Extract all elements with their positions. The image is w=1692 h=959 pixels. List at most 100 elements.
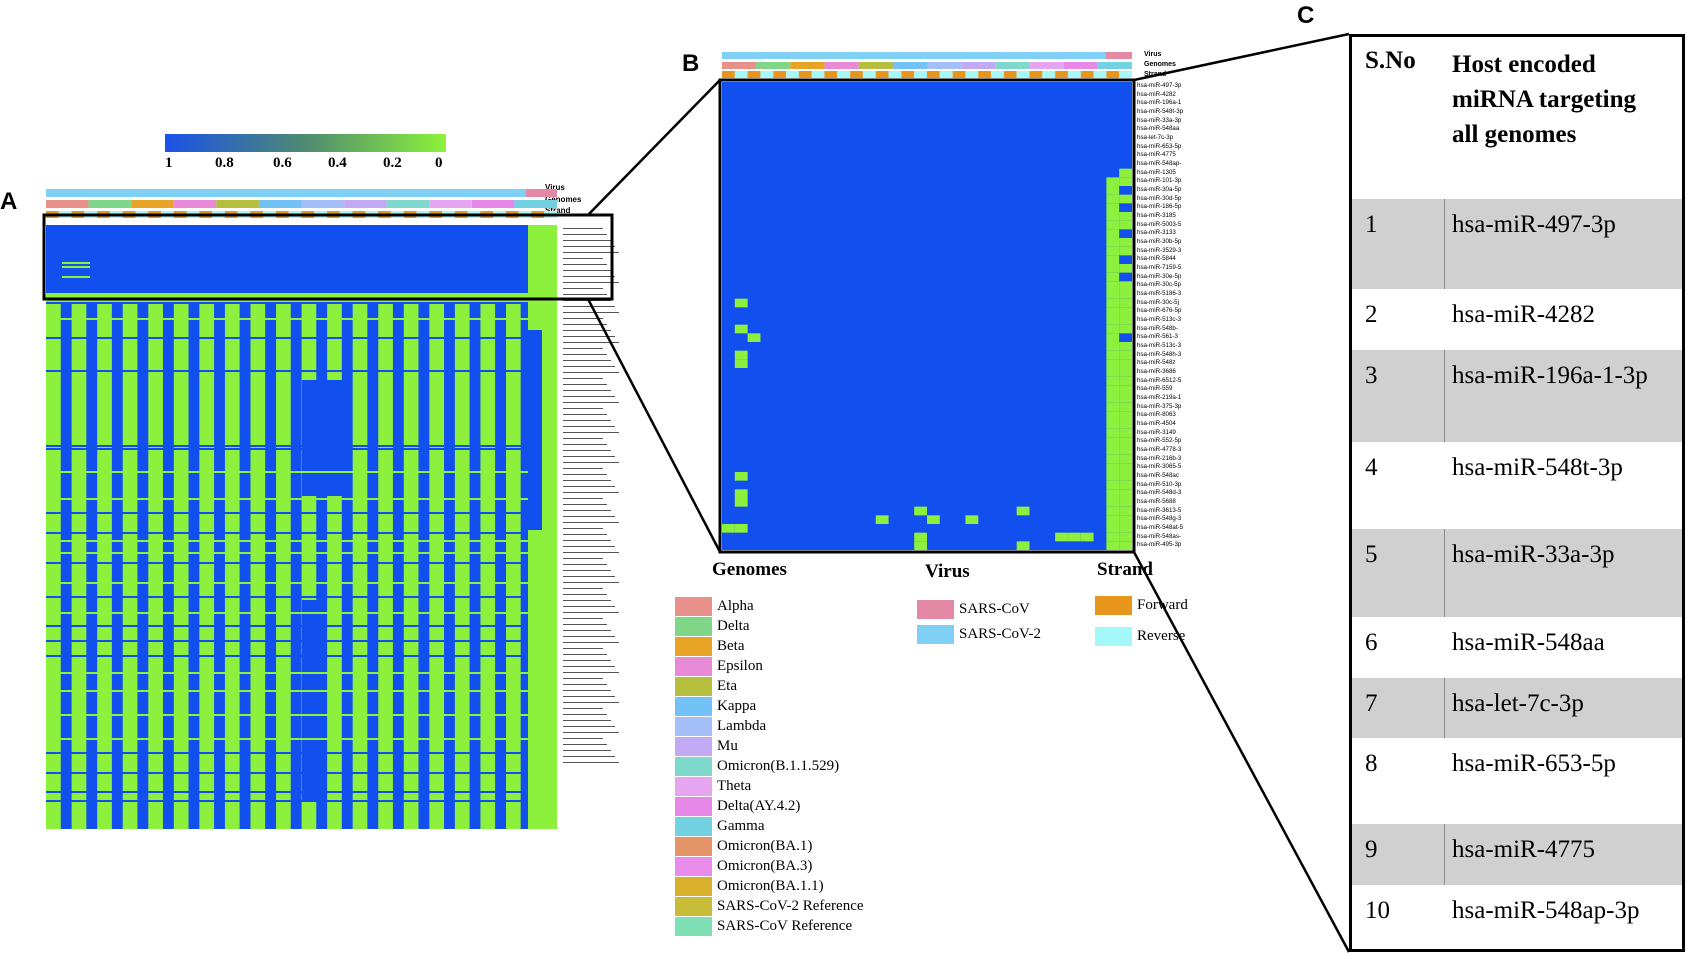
heatmap-a-row-label: [563, 228, 603, 229]
heatmap-b-cell: [1106, 246, 1120, 256]
panel-letter-c: C: [1297, 2, 1315, 29]
heatmap-b-cell: [1119, 480, 1132, 490]
ann-b-strand: [952, 71, 966, 78]
heatmap-b-cell: [1106, 333, 1120, 342]
heatmap-b-cell: [1106, 524, 1120, 533]
legend-virus-label: SARS-CoV: [959, 600, 1030, 617]
heatmap-b-cell: [1067, 532, 1081, 542]
heatmap-a-stripe: [46, 562, 532, 564]
mirna-row-label: hsa-miR-676-5p: [1137, 307, 1182, 315]
heatmap-b-cell: [1119, 541, 1132, 550]
heatmap-a-row-label: [563, 396, 615, 397]
mirna-row-label: hsa-miR-3529-3: [1137, 246, 1182, 254]
heatmap-a-block-green: [528, 225, 557, 293]
heatmap-a-row-label: [563, 510, 611, 511]
heatmap-a-stripe: [46, 532, 532, 534]
heatmap-b-cell: [1119, 246, 1132, 256]
mirna-row-label: hsa-miR-4504: [1137, 420, 1176, 427]
heatmap-b-cell: [1119, 368, 1132, 377]
heatmap-a-column: [444, 303, 455, 829]
heatmap-a-stripe: [46, 596, 532, 598]
legend-genome-label: Gamma: [717, 817, 765, 834]
mirna-row-label: hsa-miR-495-3p: [1137, 541, 1182, 549]
heatmap-a-stripe: [46, 791, 532, 793]
heatmap-a-row-label: [563, 762, 619, 763]
mirna-row-label: hsa-miR-548g-3: [1137, 515, 1182, 523]
legend-strand-item: Reverse: [1095, 626, 1185, 646]
heatmap-a-right-blue: [528, 330, 542, 530]
mirna-row-label: hsa-miR-5844: [1137, 255, 1176, 263]
heatmap-a-column: [520, 303, 532, 829]
heatmap-a-column: [392, 303, 404, 829]
heatmap-a-column: [290, 303, 302, 829]
heatmap-a-row-label: [563, 576, 615, 577]
heatmap-a-row-label: [563, 444, 607, 445]
heatmap-a-row-label: [563, 654, 607, 655]
ann-a-genome: [46, 200, 89, 208]
heatmap-b-cell: [1106, 220, 1120, 230]
mirna-row-label: hsa-miR-375-3p: [1137, 402, 1182, 410]
table-divider: [1444, 442, 1445, 529]
ann-b-strand: [1106, 71, 1120, 78]
heatmap-a-column: [495, 303, 506, 829]
heatmap-b-cell: [1119, 350, 1132, 360]
legend-genome-label: Omicron(BA.1): [717, 837, 813, 854]
heatmap-b-cell: [734, 350, 748, 360]
heatmap-b-cell: [1119, 376, 1132, 386]
table-header-sno: S.No: [1365, 47, 1416, 74]
mirna-row-label: hsa-miR-561-3: [1137, 333, 1178, 341]
legend-genome-label: Delta: [717, 617, 750, 634]
heatmap-a-row-label: [563, 678, 603, 679]
heatmap-a-column: [367, 303, 379, 829]
ann-b-strand: [773, 71, 787, 78]
heatmap-b-cell: [734, 324, 748, 334]
legend-strand-label: Forward: [1137, 596, 1188, 613]
heatmap-a-row-label: [563, 468, 603, 469]
table-divider: [1444, 529, 1445, 617]
heatmap-a-row-label: [563, 660, 611, 661]
heatmap-a-row-label: [563, 504, 607, 505]
heatmap-a-row-label: [563, 246, 615, 247]
heatmap-a-row-label: [563, 570, 611, 571]
heatmap-a-stripe: [46, 612, 532, 614]
heatmap-a-row-label: [563, 684, 607, 685]
heatmap-b-cell: [914, 541, 927, 550]
ann-b-strand: [888, 71, 902, 78]
heatmap-a-stripe: [46, 655, 532, 657]
heatmap-a-row-label: [563, 708, 603, 709]
mirna-row-label: hsa-miR-30b-5p: [1137, 238, 1182, 245]
table-cell-sno: 9: [1365, 836, 1378, 863]
heatmap-a-column: [214, 303, 225, 829]
mirna-row-label: hsa-miR-548b-: [1137, 324, 1178, 332]
heatmap-a-row-label: [563, 426, 615, 427]
heatmap-b-cell: [1016, 506, 1030, 516]
table-divider: [1444, 678, 1445, 738]
legend-strand-swatch: [1095, 595, 1132, 615]
heatmap-a-row-label: [563, 690, 611, 691]
legend-genome-item: Omicron(BA.1): [675, 836, 812, 856]
ann-b-virus-sars-cov: [1106, 52, 1132, 59]
heatmap-a-column: [60, 303, 72, 829]
heatmap-b-cell: [1119, 316, 1132, 325]
heatmap-a-column: [469, 303, 481, 829]
heatmap-b-cell: [1106, 212, 1120, 221]
heatmap-b-cell: [1119, 532, 1132, 542]
ann-b-strand: [1080, 71, 1094, 78]
heatmap-a-row-label: [563, 336, 615, 337]
heatmap-a-row-label: [563, 594, 607, 595]
heatmap-b-cell: [1106, 238, 1120, 247]
heatmap-a-stripe: [46, 714, 532, 716]
mirna-row-label: hsa-miR-101-3p: [1137, 177, 1182, 185]
heatmap-a-row-label: [563, 408, 603, 409]
ann-a-genome: [386, 200, 430, 208]
heatmap-a-row-label: [563, 360, 611, 361]
panel-b-label-genomes: Genomes: [1144, 61, 1176, 68]
legend-genome-label: Kappa: [717, 697, 757, 714]
heatmap-a-stripe: [46, 672, 532, 674]
heatmap-a-row-label: [563, 240, 611, 241]
ann-b-genome: [722, 62, 757, 69]
heatmap-a-row-label: [563, 390, 611, 391]
